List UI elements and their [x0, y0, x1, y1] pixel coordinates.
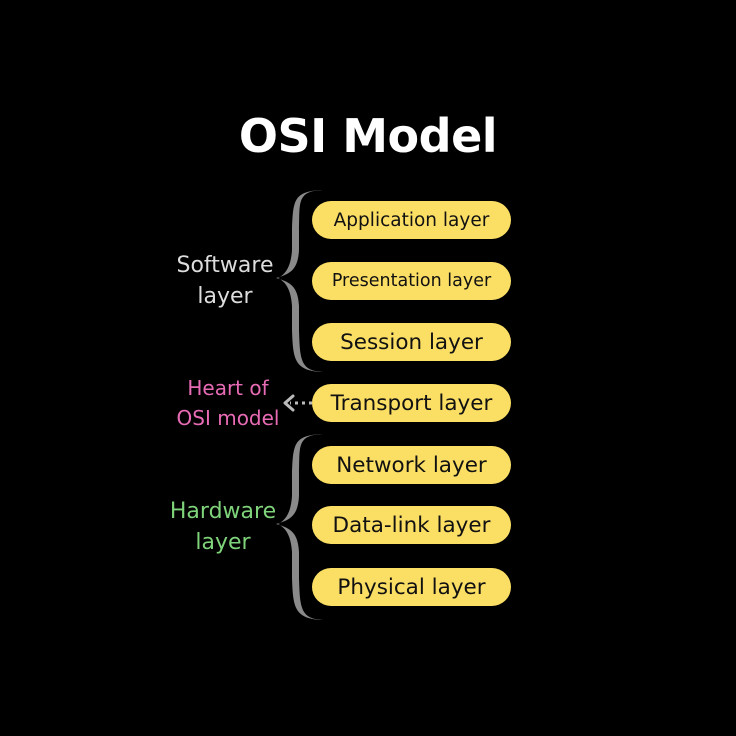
layer-network: Network layer — [312, 446, 511, 484]
page-title: OSI Model — [238, 109, 498, 163]
software-label-line2: layer — [197, 284, 253, 309]
layer-transport: Transport layer — [312, 384, 511, 422]
software-layer-label: Software layer — [160, 250, 290, 312]
layer-presentation: Presentation layer — [312, 262, 511, 300]
software-label-line1: Software — [176, 253, 274, 278]
layer-data-link: Data-link layer — [312, 506, 511, 544]
layer-application: Application layer — [312, 201, 511, 239]
layer-session: Session layer — [312, 323, 511, 361]
hardware-label-line2: layer — [195, 530, 251, 555]
layer-physical: Physical layer — [312, 568, 511, 606]
hardware-label-line1: Hardware — [169, 499, 277, 524]
heart-of-osi-label: Heart of OSI model — [160, 373, 296, 433]
heart-label-line2: OSI model — [176, 406, 280, 430]
hardware-layer-label: Hardware layer — [158, 496, 288, 558]
heart-label-line1: Heart of — [187, 376, 269, 400]
